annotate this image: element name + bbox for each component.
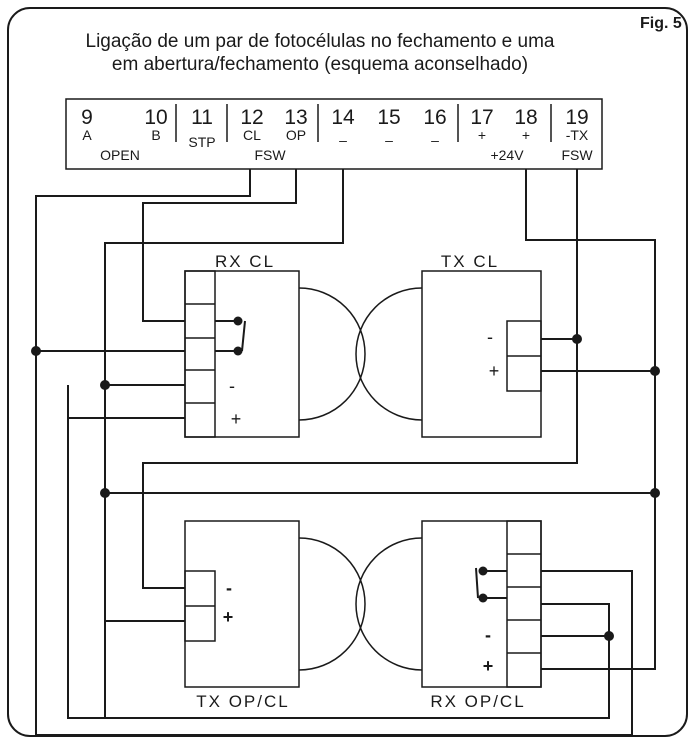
junction-dot xyxy=(572,334,582,344)
terminal-11-number: 11 xyxy=(191,106,213,129)
tx-opcl-minus: - xyxy=(226,578,232,598)
tx-cl-label: TX CL xyxy=(441,252,499,271)
group-label-24v: +24V xyxy=(490,147,524,163)
rx-cl-contact-symbol xyxy=(215,320,246,352)
terminal-11-label: STP xyxy=(188,134,215,150)
rx-cl-plus: + xyxy=(231,409,242,429)
rx-cl-label: RX CL xyxy=(215,252,275,271)
figure-title-line2: em abertura/fechamento (esquema aconselh… xyxy=(112,54,528,75)
junction-dot xyxy=(650,488,660,498)
transmitter-tx-opcl: TX OP/CL - + xyxy=(184,520,366,711)
wire-rx-cl-plus xyxy=(67,417,610,719)
terminal-16-label: – xyxy=(431,132,439,148)
terminal-18-number: 18 xyxy=(514,106,537,129)
wire-minus-tx xyxy=(142,169,578,589)
terminal-12-number: 12 xyxy=(240,106,263,129)
junction-dot xyxy=(650,366,660,376)
terminal-15-label: – xyxy=(385,132,393,148)
terminal-10-label: B xyxy=(151,127,160,143)
terminal-19-number: 19 xyxy=(565,106,588,129)
rx-cl-minus: - xyxy=(229,376,235,396)
wire-rx-opcl-row3 xyxy=(541,603,610,636)
terminal-9-label: A xyxy=(82,127,92,143)
transmitter-tx-cl: TX CL - + xyxy=(355,252,542,438)
terminal-17-number: 17 xyxy=(470,106,493,129)
wire-op xyxy=(142,169,297,322)
wire-tx-opcl-plus xyxy=(104,493,185,622)
rx-opcl-label: RX OP/CL xyxy=(430,692,525,711)
tx-opcl-plus: + xyxy=(223,607,234,627)
rx-opcl-plus: + xyxy=(483,656,494,676)
group-label-open: OPEN xyxy=(100,147,140,163)
figure-title-line1: Ligação de um par de fotocélulas no fech… xyxy=(86,31,555,52)
rx-opcl-minus: - xyxy=(485,625,491,645)
figure-label: Fig. 5 xyxy=(640,15,682,32)
tx-opcl-label: TX OP/CL xyxy=(196,692,289,711)
junction-dot xyxy=(100,380,110,390)
tx-cl-plus: + xyxy=(489,361,500,381)
junction-dot xyxy=(31,346,41,356)
receiver-rx-cl: RX CL - + xyxy=(184,252,366,438)
rx-opcl-contact-dot xyxy=(478,566,488,576)
wire-cl-loop xyxy=(35,169,633,736)
terminal-18-label: + xyxy=(522,127,530,143)
terminal-13-label: OP xyxy=(286,127,306,143)
wire-plus-24v xyxy=(525,169,656,670)
terminal-9-number: 9 xyxy=(81,106,93,129)
terminal-14-label: – xyxy=(339,132,347,148)
terminal-16-number: 16 xyxy=(423,106,446,129)
rx-opcl-contact-dot xyxy=(478,593,488,603)
junction-dot xyxy=(100,488,110,498)
terminal-19-label: -TX xyxy=(566,127,589,143)
junctions xyxy=(31,334,660,641)
rx-cl-contact-dot xyxy=(233,346,243,356)
wire-negative-14 xyxy=(104,169,344,718)
wiring xyxy=(35,169,656,736)
terminal-block: 9 A 10 B 11 STP 12 CL 13 OP 14 – 15 – 16… xyxy=(65,98,603,170)
group-label-fsw2: FSW xyxy=(561,147,593,163)
terminal-17-label: + xyxy=(478,127,486,143)
rx-cl-contact-dot xyxy=(233,316,243,326)
terminal-14-number: 14 xyxy=(331,106,355,129)
terminal-15-number: 15 xyxy=(377,106,400,129)
terminal-10-number: 10 xyxy=(144,106,167,129)
terminal-13-number: 13 xyxy=(284,106,307,129)
tx-cl-minus: - xyxy=(487,327,493,347)
receiver-rx-opcl: RX OP/CL - + xyxy=(355,520,542,711)
group-label-fsw: FSW xyxy=(254,147,286,163)
junction-dot xyxy=(604,631,614,641)
terminal-12-label: CL xyxy=(243,127,261,143)
